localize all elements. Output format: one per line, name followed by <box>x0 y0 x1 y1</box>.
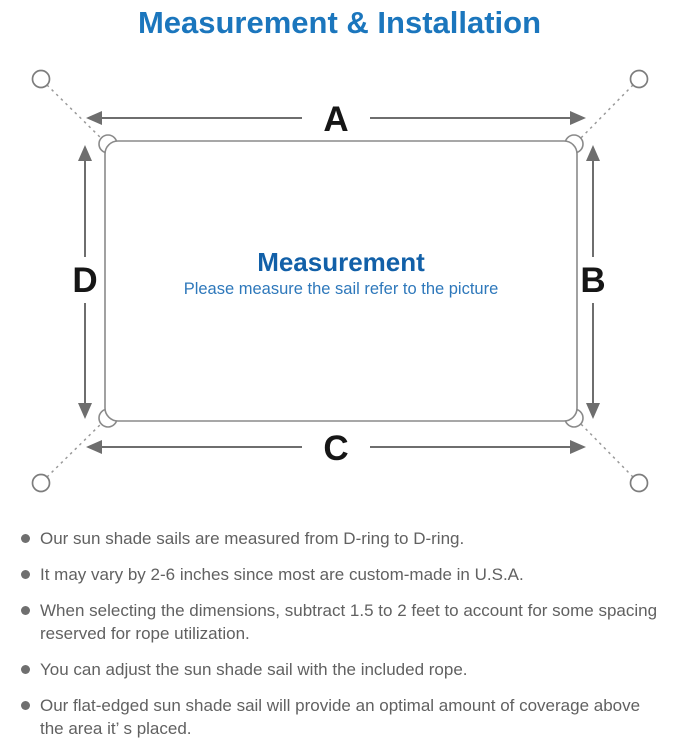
note-text: It may vary by 2-6 inches since most are… <box>40 565 524 584</box>
bullet-icon <box>21 570 30 579</box>
notes-list: Our sun shade sails are measured from D-… <box>0 527 679 739</box>
sail-measurement-diagram: A B C D Measurement Please measure the s… <box>31 69 649 493</box>
list-item: Our sun shade sails are measured from D-… <box>21 527 671 550</box>
note-text: Our sun shade sails are measured from D-… <box>40 529 465 548</box>
note-text: When selecting the dimensions, subtract … <box>40 601 658 643</box>
list-item: Our flat-edged sun shade sail will provi… <box>21 694 671 739</box>
note-text: You can adjust the sun shade sail with t… <box>40 660 468 679</box>
diagram-center-title: Measurement <box>257 247 425 277</box>
anchor-point-icons <box>31 69 649 493</box>
corner-tie-lines <box>46 84 634 478</box>
bullet-icon <box>21 606 30 615</box>
edge-label-d: D <box>72 261 97 300</box>
diagram-center-subtitle: Please measure the sail refer to the pic… <box>184 280 499 298</box>
note-text: Our flat-edged sun shade sail will provi… <box>40 696 641 738</box>
bullet-icon <box>21 534 30 543</box>
sail-outline <box>104 140 578 422</box>
edge-label-c: C <box>323 429 348 468</box>
edge-label-a: A <box>323 100 348 139</box>
edge-label-b: B <box>580 261 605 300</box>
list-item: It may vary by 2-6 inches since most are… <box>21 563 671 586</box>
measure-arrows <box>78 111 600 454</box>
bullet-icon <box>21 665 30 674</box>
list-item: You can adjust the sun shade sail with t… <box>21 658 671 681</box>
page-title: Measurement & Installation <box>137 5 542 40</box>
bullet-icon <box>21 701 30 710</box>
list-item: When selecting the dimensions, subtract … <box>21 599 671 645</box>
